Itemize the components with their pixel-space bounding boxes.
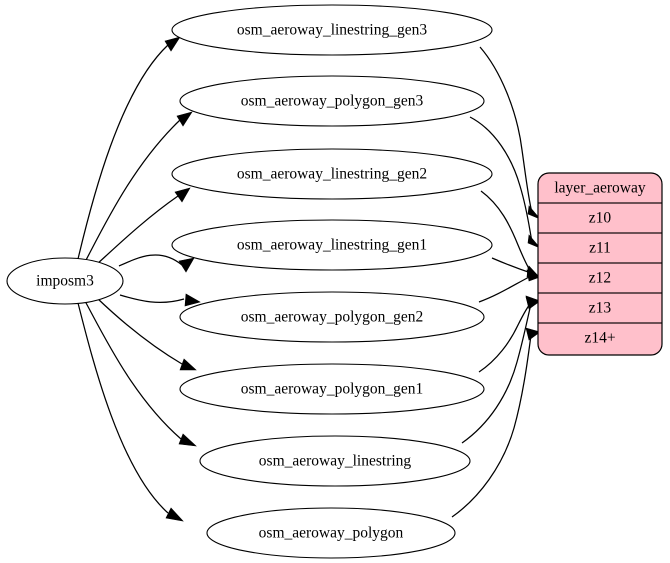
layer-aeroway-title: layer_aeroway (554, 180, 645, 197)
layer-aeroway-row-z11[interactable]: z11 (589, 240, 611, 257)
layer-aeroway-row-z10-label: z10 (589, 210, 612, 227)
osm-aeroway-polygon-gen3-ellipse[interactable] (179, 75, 485, 127)
node-osm-aeroway-polygon-gen2[interactable]: osm_aeroway_polygon_gen2 (179, 291, 485, 343)
node-osm-aeroway-linestring-gen3[interactable]: osm_aeroway_linestring_gen3 (171, 4, 493, 56)
osm-aeroway-linestring-gen3-ellipse[interactable] (171, 4, 493, 56)
arrowhead-linestring (178, 433, 197, 447)
edge-imposm3-to-polygon-gen1 (96, 297, 183, 365)
node-osm-aeroway-linestring-gen2[interactable]: osm_aeroway_linestring_gen2 (171, 148, 493, 200)
node-imposm3[interactable]: imposm3 (6, 257, 124, 305)
node-osm-aeroway-linestring[interactable]: osm_aeroway_linestring (199, 435, 471, 487)
osm-aeroway-linestring-gen2-label: osm_aeroway_linestring_gen2 (237, 166, 427, 183)
layer-aeroway-row-z12[interactable]: z12 (589, 270, 611, 287)
edge-imposm3-to-linestring-gen3 (77, 44, 169, 260)
edge-imposm3-to-polygon-gen2 (119, 294, 185, 304)
imposm3-ellipse[interactable] (6, 257, 124, 305)
osm-aeroway-linestring-gen3-label: osm_aeroway_linestring_gen3 (237, 22, 428, 39)
arrowhead-polygon-gen3 (176, 111, 193, 127)
osm-aeroway-polygon-gen3-label: osm_aeroway_polygon_gen3 (241, 93, 424, 110)
layer-aeroway-row-z14plus-label: z14+ (584, 330, 615, 347)
edge-polygon-to-z14 (451, 334, 532, 518)
arrowhead-z14-a (525, 327, 541, 341)
arrowhead-linestring-gen1 (178, 257, 195, 273)
arrowhead-z12-c (526, 269, 541, 282)
edge-polygon-gen3-to-z11 (469, 116, 533, 243)
arrowhead-z13-b (525, 296, 541, 310)
edge-polygon-gen2-to-z12 (478, 275, 532, 303)
edge-linestring-to-z13 (461, 303, 532, 444)
layer-aeroway-row-z10[interactable]: z10 (589, 210, 612, 227)
arrowhead-linestring-gen2 (174, 187, 191, 203)
arrowhead-z10-a (527, 205, 541, 220)
osm-aeroway-linestring-gen1-label: osm_aeroway_linestring_gen1 (237, 237, 427, 254)
osm-aeroway-polygon-gen1-ellipse[interactable] (179, 363, 485, 415)
osm-aeroway-linestring-label: osm_aeroway_linestring (259, 453, 412, 470)
layer-aeroway-row-z11-label: z11 (589, 240, 611, 257)
edge-linestring-gen3-to-z10 (479, 46, 533, 214)
arrowhead-polygon-gen2 (184, 293, 201, 307)
arrowhead-polygon (165, 507, 184, 522)
edge-group-tables-to-layer (451, 46, 542, 518)
node-osm-aeroway-linestring-gen1[interactable]: osm_aeroway_linestring_gen1 (171, 219, 493, 271)
osm-aeroway-linestring-gen2-ellipse[interactable] (171, 148, 493, 200)
osm-aeroway-polygon-gen1-label: osm_aeroway_polygon_gen1 (241, 381, 424, 398)
layer-aeroway-row-z13-label: z13 (589, 300, 612, 317)
osm-aeroway-polygon-label: osm_aeroway_polygon (259, 525, 404, 542)
node-osm-aeroway-polygon-gen1[interactable]: osm_aeroway_polygon_gen1 (179, 363, 485, 415)
edge-linestring-gen2-to-z12 (480, 190, 532, 273)
arrowhead-polygon-gen1 (179, 358, 197, 371)
node-osm-aeroway-polygon-gen3[interactable]: osm_aeroway_polygon_gen3 (179, 75, 485, 127)
node-osm-aeroway-polygon[interactable]: osm_aeroway_polygon (206, 507, 456, 559)
osm-aeroway-polygon-gen2-label: osm_aeroway_polygon_gen2 (241, 309, 424, 326)
layer-aeroway-fill (538, 173, 662, 355)
edge-group-source-to-tables (77, 36, 201, 522)
edge-imposm3-to-linestring-gen1 (118, 254, 183, 267)
layer-aeroway-border (537, 172, 663, 356)
edge-imposm3-to-linestring (84, 300, 182, 440)
arrowhead-linestring-gen3 (164, 36, 181, 52)
edge-imposm3-to-polygon (77, 302, 169, 514)
edge-polygon-gen1-to-z13 (478, 302, 532, 373)
layer-aeroway-row-z12-label: z12 (589, 270, 611, 287)
imposm3-label: imposm3 (36, 273, 94, 290)
osm-aeroway-polygon-gen2-ellipse[interactable] (179, 291, 485, 343)
osm-aeroway-polygon-ellipse[interactable] (206, 507, 456, 559)
layer-aeroway-row-z14plus[interactable]: z14+ (584, 330, 615, 347)
edge-imposm3-to-linestring-gen2 (95, 195, 179, 266)
layer-aeroway-row-z13[interactable]: z13 (589, 300, 612, 317)
layer-aeroway-row-header: layer_aeroway (554, 180, 645, 197)
node-layer-aeroway-table[interactable]: layer_aeroway z10 z11 z12 z13 z14+ (537, 172, 663, 356)
osm-aeroway-linestring-ellipse[interactable] (199, 435, 471, 487)
osm-aeroway-linestring-gen1-ellipse[interactable] (171, 219, 493, 271)
arrowhead-z11-a (527, 234, 541, 249)
edge-imposm3-to-polygon-gen3 (84, 119, 181, 263)
